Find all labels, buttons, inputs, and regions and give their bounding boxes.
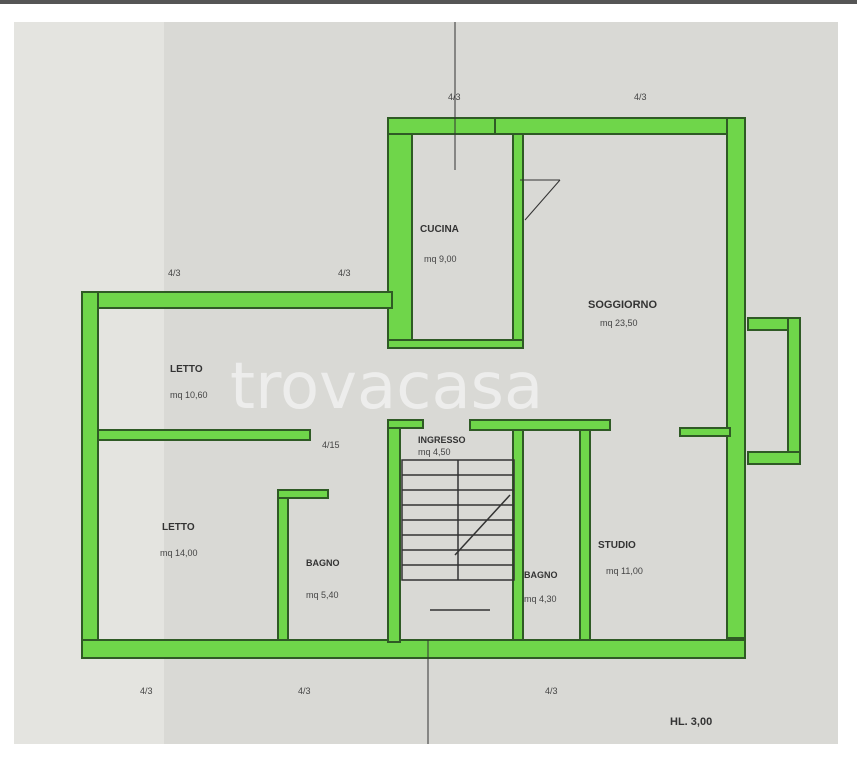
window-mark: 4/3 [545,686,558,696]
room-area-studio: mq 11,00 [606,566,643,576]
walls [81,117,801,659]
room-area-letto-2: mq 14,00 [160,548,198,558]
axis-lines [427,22,561,744]
window-mark: 4/3 [448,92,461,102]
window-mark: 4/3 [338,268,351,278]
room-label-letto-2: LETTO [162,522,195,533]
room-area-bagno-2: mq 4,30 [524,594,557,604]
room-label-cucina: CUCINA [420,224,459,235]
window-mark: 4/3 [140,686,153,696]
watermark: trovacasa [230,350,543,424]
room-area-ingresso: mq 4,50 [418,447,451,457]
room-area-letto-1: mq 10,60 [170,390,208,400]
window-mark: 4/15 [322,440,340,450]
height-note: HL. 3,00 [670,716,712,728]
room-label-bagno-2: BAGNO [524,570,558,580]
window-mark: 4/3 [634,92,647,102]
room-label-letto-1: LETTO [170,364,203,375]
window-mark: 4/3 [168,268,181,278]
stairs [401,459,515,611]
room-area-soggiorno: mq 23,50 [600,318,638,328]
room-area-cucina: mq 9,00 [424,254,457,264]
room-area-bagno-1: mq 5,40 [306,590,339,600]
room-label-soggiorno: SOGGIORNO [588,299,658,311]
window-mark: 4/3 [298,686,311,696]
room-label-ingresso: INGRESSO [418,435,466,445]
room-label-bagno-1: BAGNO [306,558,340,568]
room-label-studio: STUDIO [598,540,636,551]
